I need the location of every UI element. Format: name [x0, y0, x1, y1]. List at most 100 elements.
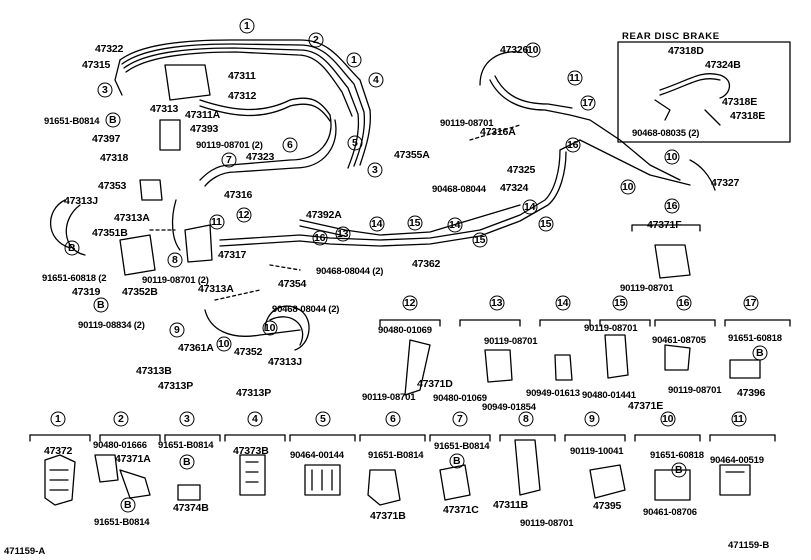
- part-label: 47313A: [198, 283, 234, 295]
- marker-3c: 3: [184, 413, 190, 425]
- part-label: 47318D: [668, 45, 704, 57]
- marker-14: 14: [371, 218, 383, 230]
- part-label: 47371E: [628, 400, 664, 412]
- part-label: 90464-00519: [710, 455, 764, 466]
- marker-13: 13: [337, 228, 349, 240]
- part-label: 47313J: [64, 195, 98, 207]
- marker-1b: 1: [351, 54, 357, 66]
- part-label: 91651-B0814: [368, 450, 424, 461]
- marker-16: 16: [314, 232, 326, 244]
- part-label: 47393: [190, 123, 219, 135]
- marker-16c: 16: [666, 200, 678, 212]
- part-label: 91651-B0814: [434, 441, 490, 452]
- part-label: 47362: [412, 258, 441, 270]
- part-label: 90480-01666: [93, 440, 147, 451]
- marker-15b: 15: [540, 218, 552, 230]
- marker-11c: 11: [733, 413, 744, 425]
- part-label: 90461-08705: [652, 335, 706, 346]
- marker-10c: 10: [527, 44, 539, 56]
- marker-7: 7: [226, 154, 232, 166]
- part-label: 90949-01854: [482, 402, 536, 413]
- part-label: 47325: [507, 164, 536, 176]
- part-label: 47371C: [443, 504, 479, 516]
- marker-3b: 3: [372, 164, 378, 176]
- part-label: 47372: [44, 445, 73, 457]
- marker-1c: 1: [55, 413, 61, 425]
- bolt-marker: B: [756, 347, 764, 359]
- part-label: 47319: [72, 286, 101, 298]
- marker-10: 10: [218, 338, 230, 350]
- marker-11: 11: [211, 216, 222, 228]
- bolt-marker: B: [183, 456, 191, 468]
- part-label: 47327: [711, 177, 740, 189]
- part-label: 47351B: [92, 227, 128, 239]
- marker-15: 15: [409, 217, 421, 229]
- marker-4b: 4: [252, 413, 258, 425]
- part-label: 47311A: [185, 109, 221, 121]
- part-label: 47352B: [122, 286, 158, 298]
- bolt-marker: B: [97, 299, 105, 311]
- marker-10b: 10: [264, 322, 276, 334]
- part-label: 90468-08044: [432, 184, 486, 195]
- part-label: 90468-08044 (2): [316, 266, 384, 277]
- part-label: 90119-08701 (2): [142, 275, 209, 286]
- part-label: 90464-00144: [290, 450, 344, 461]
- marker-6: 6: [287, 139, 293, 151]
- part-label: 90480-01069: [378, 325, 432, 336]
- part-label: 47371A: [115, 453, 151, 465]
- part-label: 91651-60818 (2: [42, 273, 107, 284]
- part-label: 47373B: [233, 445, 269, 457]
- part-label: 90119-08701: [520, 518, 574, 529]
- part-label: 47374B: [173, 502, 209, 514]
- part-label: 47311: [228, 70, 256, 82]
- part-label: 47313P: [158, 380, 194, 392]
- bolt-marker: B: [124, 499, 132, 511]
- marker-14b: 14: [449, 219, 461, 231]
- part-label: 90119-08701: [584, 323, 638, 334]
- marker-13b: 13: [491, 297, 503, 309]
- part-label: 47313B: [136, 365, 172, 377]
- marker-8b: 8: [523, 413, 529, 425]
- marker-9b: 9: [589, 413, 595, 425]
- part-label: 47397: [92, 133, 121, 145]
- part-label: 47313: [150, 103, 179, 115]
- part-label: 90119-08701: [362, 392, 416, 403]
- part-label: 47361A: [178, 342, 214, 354]
- part-label: 90119-08701: [668, 385, 722, 396]
- part-label: 47311B: [493, 499, 529, 511]
- marker-7b: 7: [457, 413, 463, 425]
- part-label: 91651-60818: [650, 450, 704, 461]
- marker-10f: 10: [662, 413, 674, 425]
- marker-4: 4: [373, 74, 379, 86]
- part-label: 47395: [593, 500, 622, 512]
- marker-11b: 11: [569, 72, 580, 84]
- part-label: 47371B: [370, 510, 406, 522]
- part-label: 91651-B0814: [94, 517, 150, 528]
- marker-17: 17: [582, 97, 594, 109]
- part-label: 90119-08701: [440, 118, 494, 129]
- part-label: 47323: [246, 151, 275, 163]
- marker-12: 12: [238, 209, 250, 221]
- bolt-marker: B: [453, 455, 461, 467]
- part-label: 91651-B0814: [44, 116, 100, 127]
- part-label: 91651-60818: [728, 333, 782, 344]
- part-label: 90480-01069: [433, 393, 487, 404]
- marker-15d: 15: [614, 297, 626, 309]
- marker-17b: 17: [745, 297, 757, 309]
- part-label: 47313P: [236, 387, 272, 399]
- marker-9: 9: [174, 324, 180, 336]
- part-label: 90119-08834 (2): [78, 320, 145, 331]
- marker-5: 5: [352, 137, 358, 149]
- marker-10d: 10: [622, 181, 634, 193]
- marker-8: 8: [172, 254, 178, 266]
- part-label: 90461-08706: [643, 507, 697, 518]
- part-label: 91651-B0814: [158, 440, 214, 451]
- part-label: 90480-01441: [582, 390, 636, 401]
- part-label: 47355A: [394, 149, 430, 161]
- marker-2b: 2: [118, 413, 124, 425]
- part-label: 90119-08701: [484, 336, 538, 347]
- bolt-marker: B: [675, 464, 683, 476]
- marker-1: 1: [244, 20, 250, 32]
